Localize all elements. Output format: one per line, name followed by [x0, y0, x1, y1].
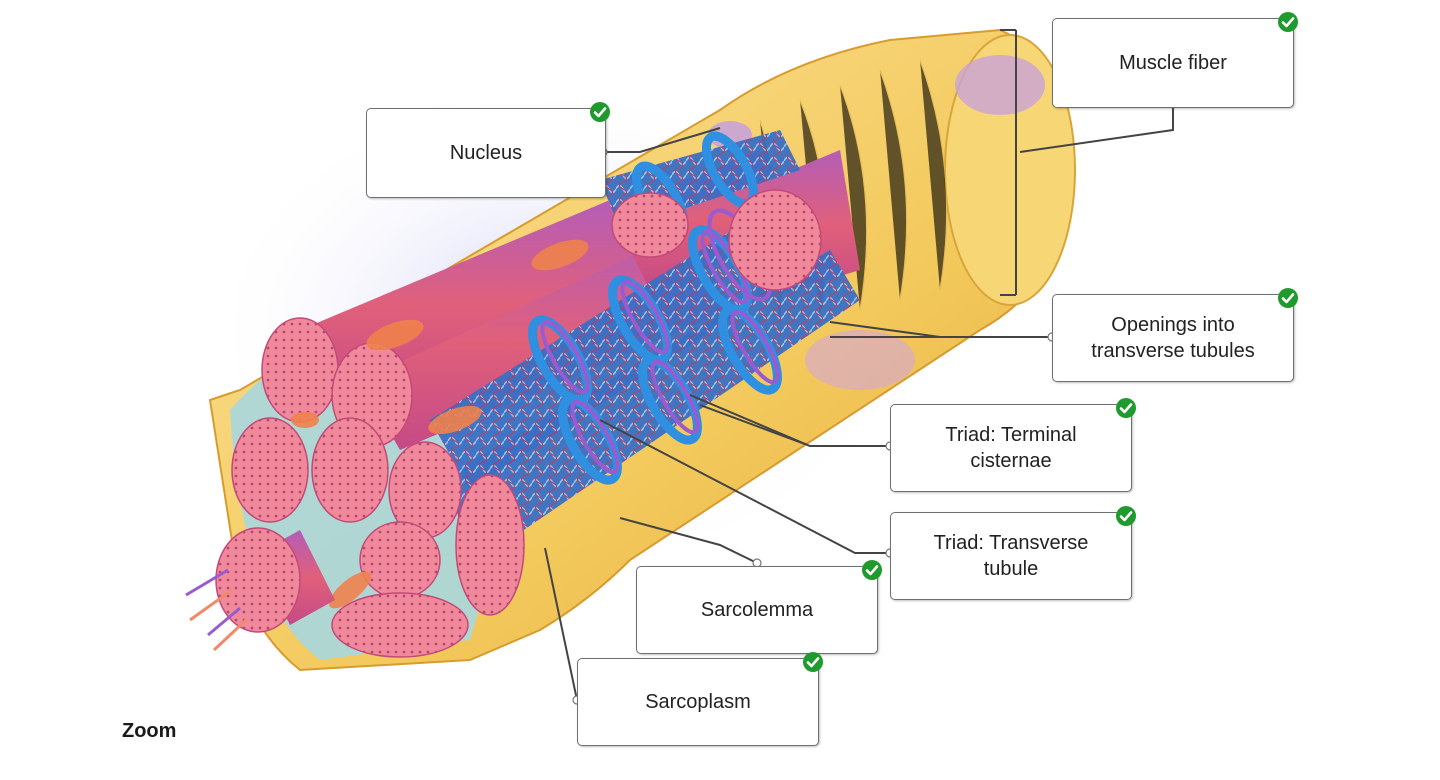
- checkmark-circle-icon: [1278, 12, 1298, 32]
- protruding-myofibril: [185, 527, 335, 652]
- label-text: Nucleus: [449, 142, 523, 164]
- label-sarcolemma[interactable]: Sarcolemma: [636, 560, 882, 654]
- label-text: Triad: Transverse tubule: [933, 532, 1089, 580]
- zoom-button[interactable]: Zoom: [122, 720, 177, 742]
- label-muscle-fiber[interactable]: Muscle fiber: [1052, 12, 1298, 108]
- nucleus-shape: [805, 330, 915, 390]
- checkmark-circle-icon: [803, 652, 823, 672]
- label-sarcoplasm[interactable]: Sarcoplasm: [577, 652, 823, 746]
- checkmark-circle-icon: [1116, 506, 1136, 526]
- checkmark-circle-icon: [862, 560, 882, 580]
- label-text: Muscle fiber: [1119, 52, 1227, 74]
- label-triad-terminal-cisternae[interactable]: Triad: Terminal cisternae: [890, 398, 1136, 492]
- nucleus-shape: [955, 55, 1045, 115]
- label-text: Triad: Terminal cisternae: [945, 424, 1077, 472]
- myofibril-cross-sections: [231, 189, 822, 658]
- label-text: Sarcolemma: [700, 599, 814, 621]
- label-text: Openings into transverse tubules: [1091, 314, 1255, 362]
- checkmark-circle-icon: [590, 102, 610, 122]
- checkmark-circle-icon: [1116, 398, 1136, 418]
- label-openings-transverse-tubules[interactable]: Openings into transverse tubules: [1052, 288, 1298, 382]
- label-triad-transverse-tubule[interactable]: Triad: Transverse tubule: [890, 506, 1136, 600]
- label-nucleus[interactable]: Nucleus: [366, 102, 610, 198]
- leader-lines: [544, 29, 1174, 701]
- mitochondria: [291, 239, 589, 609]
- label-text: Sarcoplasm: [645, 691, 751, 713]
- checkmark-circle-icon: [1278, 288, 1298, 308]
